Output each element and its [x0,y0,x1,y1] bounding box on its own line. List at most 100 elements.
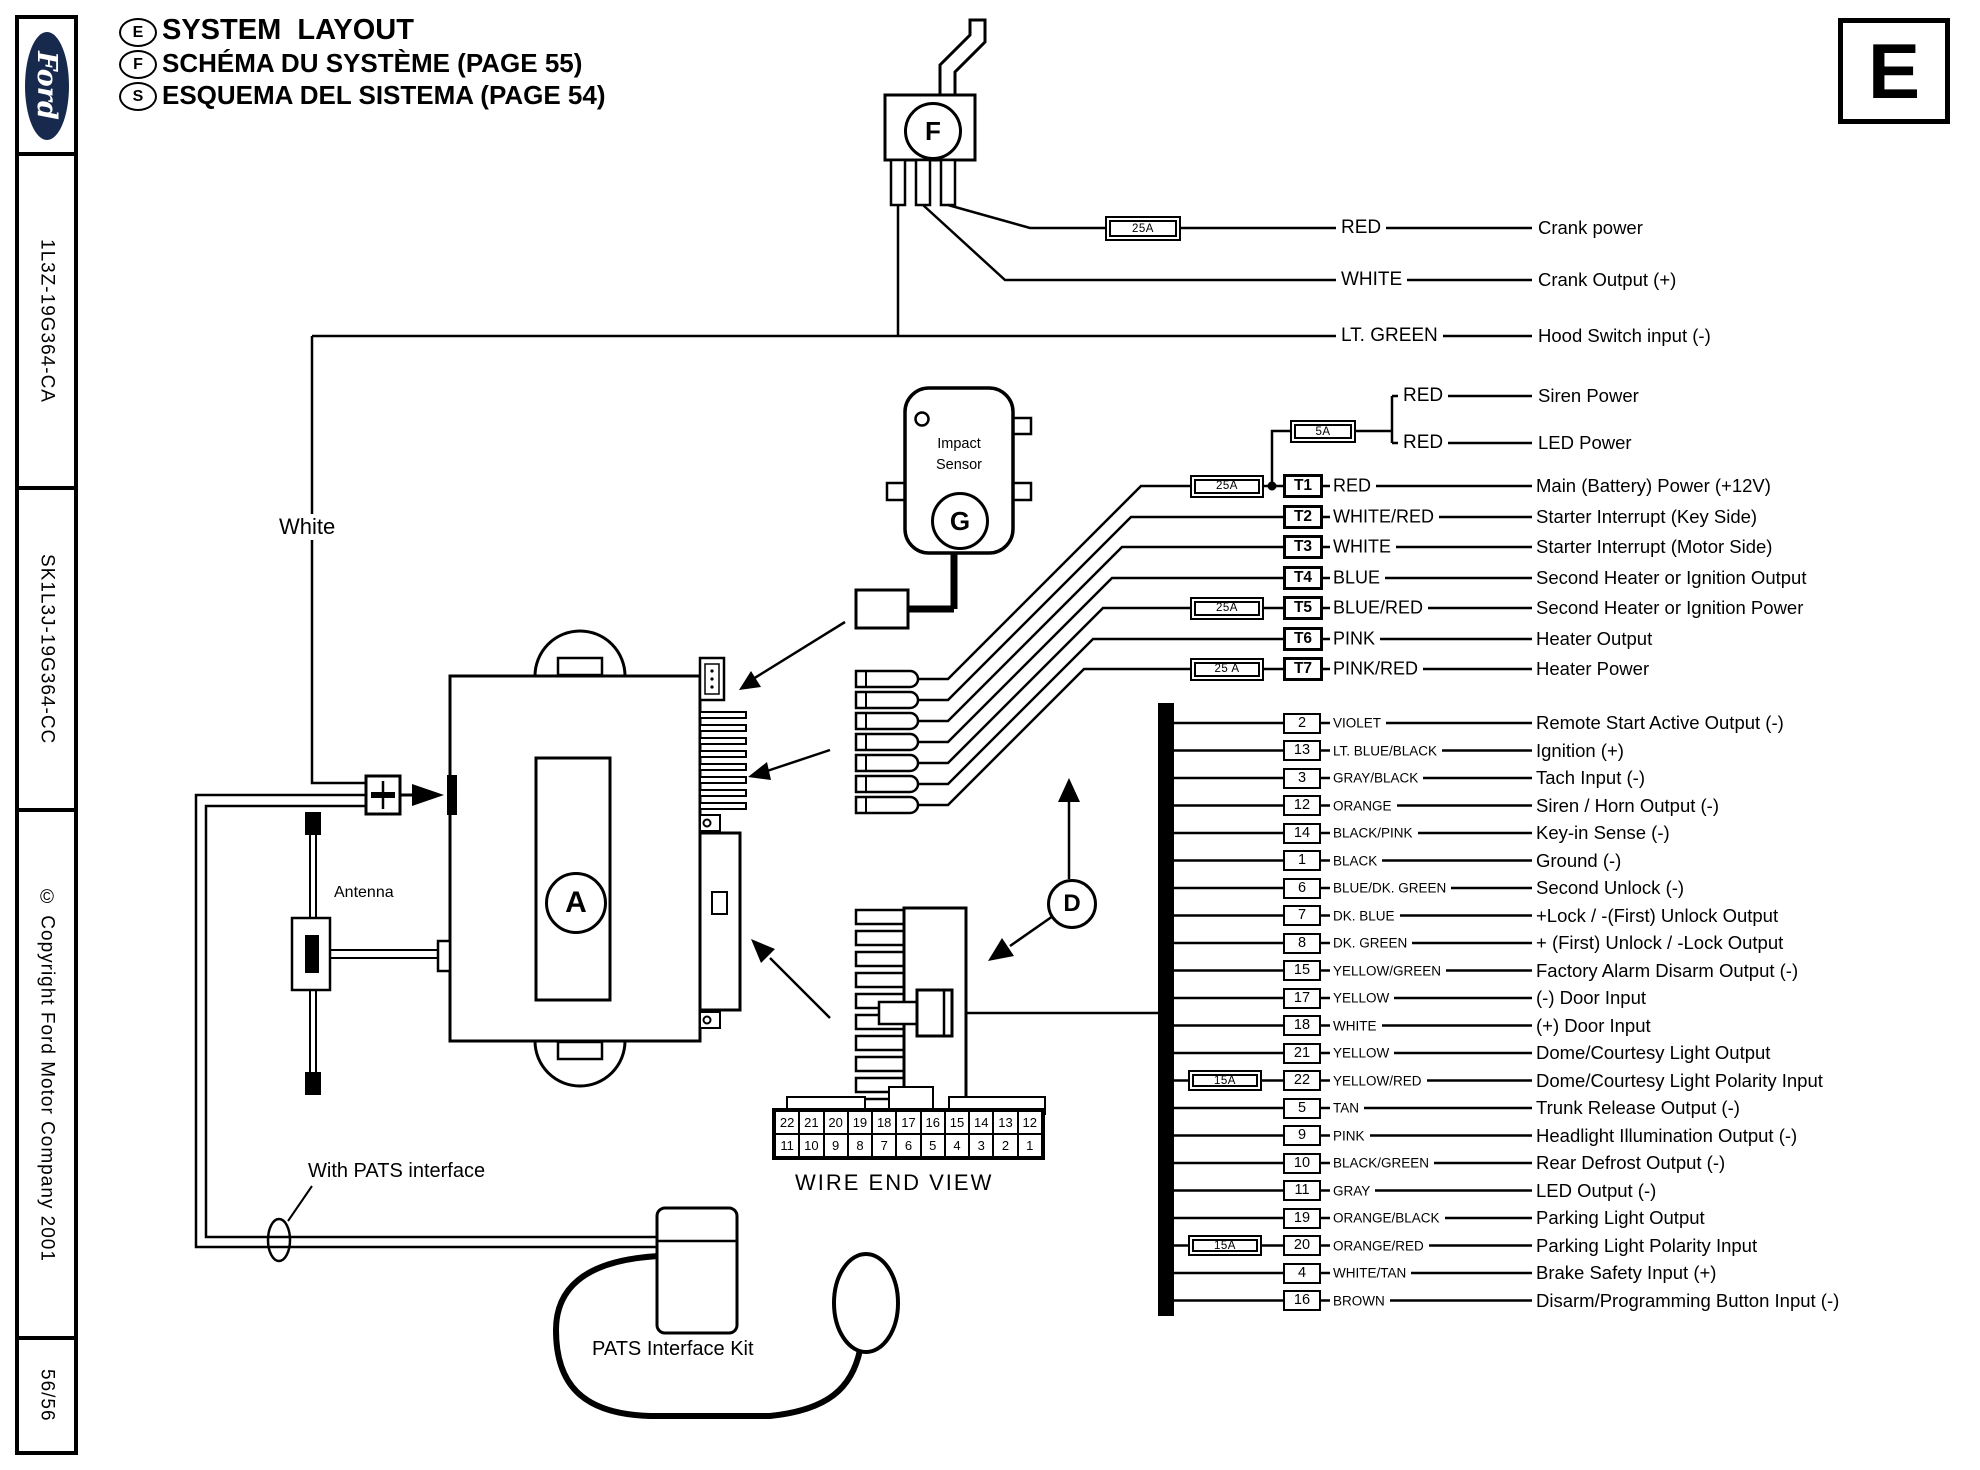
wire-end-cell: 6 [896,1134,921,1157]
wire-function-label: Main (Battery) Power (+12V) [1536,475,1771,496]
wire-function-label: Dome/Courtesy Light Output [1536,1042,1771,1063]
crank-wire-function: Crank Output (+) [1538,269,1677,290]
pin-number-box: 1 [1283,850,1321,871]
page-indicator: 56/56 [36,1369,58,1422]
t-terminal-row: T2 WHITE/RED Starter Interrupt (Key Side… [1158,502,1980,532]
ford-logo-oval: Ford [24,31,69,140]
language-tag-english: E [119,18,157,47]
wire-color-label: YELLOW/GREEN [1330,963,1447,978]
pin-row: 19 ORANGE/BLACK Parking Light Output [1158,1204,1980,1232]
wire-function-label: Ignition (+) [1536,739,1624,761]
pin-row: 13 LT. BLUE/BLACK Ignition (+) [1158,737,1980,765]
pats-interface-graphic [194,793,900,1419]
callout-g: G [931,492,989,550]
pin-number-box: 15 [1283,960,1321,981]
antenna-label: Antenna [334,884,394,901]
t-terminal-box: T7 [1283,657,1323,681]
page-title-spanish: ESQUEMA DEL SISTEMA (PAGE 54) [162,80,606,110]
wire-end-cell: 5 [920,1134,945,1157]
pin-row: 7 DK. BLUE +Lock / -(First) Unlock Outpu… [1158,902,1980,930]
impact-sensor-label: Impact Sensor [936,436,982,473]
wire-color-label: BLACK [1330,853,1383,868]
inline-fuse: 25A [1190,596,1264,620]
wire-function-label: Disarm/Programming Button Input (-) [1536,1289,1840,1311]
pin-row: 12 ORANGE Siren / Horn Output (-) [1158,792,1980,820]
wire-end-cell: 22 [775,1111,800,1134]
language-tag-french: F [119,50,157,79]
t-terminal-box: T2 [1283,504,1323,529]
pin-number-box: 16 [1283,1290,1321,1311]
inline-fuse: 15A [1188,1070,1262,1091]
ford-logo: Ford [19,19,74,156]
wire-function-label: Rear Defrost Output (-) [1536,1152,1726,1173]
wire-color-label: TAN [1330,1100,1364,1116]
control-module [447,629,747,1088]
left-margin-strip: Ford 1L3Z-19G364-CA SK1L3J-19G364-CC © C… [15,15,78,1455]
wire-color-label: YELLOW [1330,1045,1395,1061]
wire-color-label: YELLOW [1330,990,1395,1006]
siren-wire-function: Siren Power [1538,385,1639,406]
wire-color-label: ORANGE/RED [1330,1238,1429,1253]
wire-function-label: Factory Alarm Disarm Output (-) [1536,959,1799,981]
pin-row: 6 BLUE/DK. GREEN Second Unlock (-) [1158,874,1980,902]
pin-number-box: 22 [1283,1070,1321,1091]
pin-number-box: 4 [1283,1262,1321,1284]
wire-color-label: YELLOW/RED [1330,1073,1427,1088]
wire-end-cell: 4 [944,1134,970,1157]
crank-wire-function: Hood Switch input (-) [1538,325,1711,346]
wire-color-label: BLUE/RED [1330,597,1429,619]
pin-number-box: 9 [1283,1125,1321,1146]
language-tag-spanish: S [119,82,157,111]
antenna-graphic [290,812,452,1095]
wire-end-cell: 8 [847,1134,873,1157]
wire-color-label: ORANGE [1330,798,1397,813]
pin-number-box: 18 [1283,1015,1321,1036]
callout-arrows [739,620,1080,1019]
wire-color-label: PINK [1330,1128,1370,1143]
wire-end-cell: 10 [799,1134,824,1157]
wire-end-cell: 19 [847,1111,873,1134]
wire-function-label: Tach Input (-) [1536,767,1645,788]
wire-function-label: Parking Light Output [1536,1207,1705,1228]
page-title-french: SCHÉMA DU SYSTÈME (PAGE 55) [162,48,583,78]
wire-end-cell: 16 [920,1111,945,1134]
wire-color-label: WHITE/TAN [1330,1265,1412,1281]
wire-end-cell: 12 [1017,1111,1042,1134]
wire-color-label: BROWN [1330,1293,1390,1308]
wire-color-label: PINK [1330,628,1381,649]
pin-number-box: 3 [1283,767,1321,789]
wire-end-cell: 20 [823,1111,848,1134]
wire-function-label: Trunk Release Output (-) [1536,1097,1740,1118]
wire-color-label: BLUE/DK. GREEN [1330,880,1452,896]
t-terminal-rows: 25A T1 RED Main (Battery) Power (+12V) T… [1158,0,1980,1470]
part-number-2: SK1L3J-19G364-CC [19,490,74,812]
pin-number-box: 20 [1283,1235,1321,1256]
t-terminal-row: T4 BLUE Second Heater or Ignition Output [1158,563,1980,593]
callout-a: A [545,872,607,934]
t-terminal-row: T6 PINK Heater Output [1158,624,1980,654]
wire-color-label: BLACK/PINK [1330,825,1418,841]
pin-row: 21 YELLOW Dome/Courtesy Light Output [1158,1039,1980,1067]
crank-wire-function: Crank power [1538,217,1643,238]
wire-function-label: Key-in Sense (-) [1536,822,1670,843]
pin-row: 14 BLACK/PINK Key-in Sense (-) [1158,819,1980,847]
wire-end-cell: 9 [823,1134,848,1157]
crank-wire-color: RED [1336,217,1387,239]
wire-color-label: LT. BLUE/BLACK [1330,743,1443,758]
wire-color-label: GRAY/BLACK [1330,770,1424,786]
pin-number-box: 2 [1283,712,1321,734]
wire-end-cell: 14 [969,1111,994,1134]
wire-end-cell: 2 [993,1134,1018,1157]
crank-wire-color: WHITE [1336,269,1408,291]
callout-d: D [1047,879,1097,929]
wire-color-label: DK. GREEN [1330,935,1413,951]
wire-end-cell: 7 [872,1134,897,1157]
wire-end-cell: 15 [944,1111,970,1134]
pin-row: 11 GRAY LED Output (-) [1158,1177,1980,1205]
pin-number-box: 14 [1283,822,1321,844]
wire-color-label: ORANGE/BLACK [1330,1210,1445,1226]
